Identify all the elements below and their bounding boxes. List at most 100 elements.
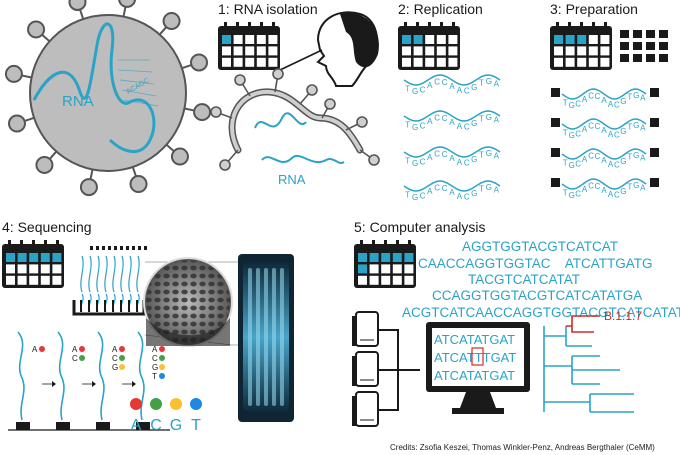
strand-base: C bbox=[420, 85, 426, 94]
strand-base: A bbox=[427, 153, 433, 162]
strand-base: G bbox=[412, 123, 418, 132]
nucleotide-dot bbox=[190, 398, 202, 410]
strand-base: C bbox=[614, 131, 620, 140]
lineage-branch bbox=[566, 315, 600, 333]
incorporated-base: C bbox=[112, 354, 118, 363]
strand-base: C bbox=[420, 157, 426, 166]
strand-base: C bbox=[442, 78, 448, 87]
strand-base: A bbox=[457, 86, 463, 95]
strand-base: C bbox=[434, 113, 440, 122]
strand-base: T bbox=[627, 93, 632, 102]
strand-base: A bbox=[608, 190, 614, 199]
strand-base: C bbox=[464, 123, 470, 132]
strand-base: A bbox=[601, 126, 607, 135]
sequence-read: AGGTGGTACGTCATCAT bbox=[462, 239, 618, 254]
strand-base: C bbox=[464, 193, 470, 202]
strand-base: T bbox=[479, 79, 484, 88]
screen-line-3: ATCATATGAT bbox=[434, 368, 515, 383]
calendar-icon bbox=[354, 240, 416, 288]
strand-base: G bbox=[569, 131, 575, 140]
strand-base: A bbox=[449, 82, 455, 91]
strand-base: G bbox=[471, 119, 477, 128]
strand-base: C bbox=[434, 183, 440, 192]
sequence-read: CCAGGTGGTACGTCATCATATGA bbox=[432, 288, 642, 303]
strand-base: C bbox=[588, 181, 594, 190]
nucleotide-dot bbox=[170, 398, 182, 410]
nucleotide-letter: G bbox=[170, 417, 182, 434]
strand-base: G bbox=[620, 187, 626, 196]
virus-spikes bbox=[4, 0, 212, 197]
strand-base: C bbox=[588, 151, 594, 160]
calendar-icon bbox=[550, 22, 612, 70]
virus-rna-strand bbox=[32, 22, 156, 153]
strand-base: G bbox=[486, 77, 492, 86]
incorporated-base: A bbox=[152, 345, 158, 354]
incorporated-base: T bbox=[152, 372, 157, 381]
calendar-icon bbox=[2, 240, 64, 288]
strand-base: A bbox=[582, 185, 588, 194]
strand-base: A bbox=[601, 156, 607, 165]
strand-base: T bbox=[563, 188, 568, 197]
strand-base: G bbox=[633, 91, 639, 100]
strand-base: A bbox=[601, 96, 607, 105]
strand-base: T bbox=[479, 151, 484, 160]
strand-base: C bbox=[575, 129, 581, 138]
strand-base: A bbox=[582, 155, 588, 164]
strand-base: G bbox=[471, 155, 477, 164]
strand-base: C bbox=[614, 191, 620, 200]
sequence-read: ACGTCATCAACCAGGTGGTACGTCATCATATGATG bbox=[402, 305, 680, 320]
strand-base: C bbox=[434, 77, 440, 86]
strand-base: C bbox=[588, 91, 594, 100]
strand-base: T bbox=[405, 156, 410, 165]
step5-title: 5: Computer analysis bbox=[354, 219, 486, 235]
strand-base: G bbox=[471, 189, 477, 198]
strand-base: C bbox=[464, 159, 470, 168]
strand-base: A bbox=[608, 160, 614, 169]
strand-base: A bbox=[449, 118, 455, 127]
strand-base: C bbox=[442, 150, 448, 159]
strand-base: G bbox=[486, 149, 492, 158]
strand-base: T bbox=[563, 98, 568, 107]
strand-base: T bbox=[627, 123, 632, 132]
virus-body bbox=[29, 14, 187, 172]
strand-base: A bbox=[494, 152, 500, 161]
strand-base: T bbox=[479, 185, 484, 194]
strand-base: G bbox=[633, 151, 639, 160]
strand-base: C bbox=[614, 101, 620, 110]
flow-cell-chip bbox=[238, 254, 294, 422]
incorporated-base: C bbox=[152, 354, 158, 363]
strand-base: A bbox=[449, 154, 455, 163]
strand-base: T bbox=[479, 115, 484, 124]
screen-line-2: ATCATTTGAT bbox=[434, 350, 516, 365]
adapter-squares-icon bbox=[620, 30, 668, 62]
step4-title: 4: Sequencing bbox=[2, 219, 92, 235]
nucleotide-letter: T bbox=[191, 417, 201, 434]
credits: Credits: Zsofia Keszei, Thomas Winkler-P… bbox=[390, 443, 655, 452]
strand-base: C bbox=[614, 161, 620, 170]
virus-illustration: RNA ACAGC bbox=[4, 0, 212, 197]
strand-base: A bbox=[494, 80, 500, 89]
step2-title: 2: Replication bbox=[398, 1, 483, 17]
strand-base: T bbox=[563, 158, 568, 167]
strand-base: T bbox=[405, 120, 410, 129]
strand-base: G bbox=[633, 181, 639, 190]
strand-base: C bbox=[442, 184, 448, 193]
strand-base: C bbox=[588, 121, 594, 130]
screen-line-1: ATCATATGAT bbox=[434, 332, 515, 347]
incorporated-base: C bbox=[72, 354, 78, 363]
strand-base: G bbox=[620, 97, 626, 106]
strand-base: A bbox=[427, 117, 433, 126]
server-connector bbox=[378, 329, 420, 411]
strand-base: A bbox=[640, 94, 646, 103]
flow-cell-zoom bbox=[143, 257, 256, 347]
strand-base: A bbox=[457, 122, 463, 131]
strand-base: A bbox=[427, 187, 433, 196]
mutation-highlight bbox=[471, 347, 484, 366]
strand-base: C bbox=[595, 152, 601, 161]
